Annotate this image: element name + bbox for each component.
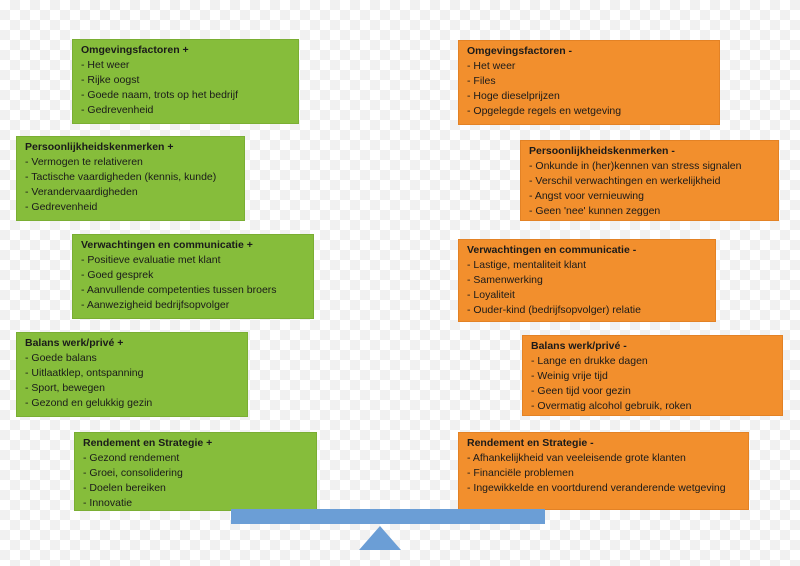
factor-box-positive: Rendement en Strategie + - Gezond rendem… bbox=[74, 432, 317, 511]
list-item: - Afhankelijkheid van veeleisende grote … bbox=[467, 452, 686, 464]
list-item: - Gezond en gelukkig gezin bbox=[25, 397, 153, 409]
list-item: - Verandervaardigheden bbox=[25, 186, 138, 198]
list-item: - Angst voor vernieuwing bbox=[529, 190, 644, 202]
list-item: - Sport, bewegen bbox=[25, 382, 105, 394]
list-item: - Het weer bbox=[467, 60, 516, 72]
list-item: - Positieve evaluatie met klant bbox=[81, 254, 221, 266]
list-item: - Verschil verwachtingen en werkelijkhei… bbox=[529, 175, 721, 187]
box-title: Balans werk/privé + bbox=[25, 337, 124, 349]
list-item: - Onkunde in (her)kennen van stress sign… bbox=[529, 160, 742, 172]
list-item: - Aanvullende competenties tussen broers bbox=[81, 284, 277, 296]
list-item: - Doelen bereiken bbox=[83, 482, 166, 494]
list-item: - Goede naam, trots op het bedrijf bbox=[81, 89, 239, 101]
box-title: Persoonlijkheidskenmerken + bbox=[25, 141, 174, 153]
list-item: - Tactische vaardigheden (kennis, kunde) bbox=[25, 171, 217, 183]
list-item: - Lange en drukke dagen bbox=[531, 355, 648, 367]
factor-box-positive: Omgevingsfactoren + - Het weer - Rijke o… bbox=[72, 39, 299, 124]
list-item: - Opgelegde regels en wetgeving bbox=[467, 105, 622, 117]
factor-box-negative: Rendement en Strategie - - Afhankelijkhe… bbox=[458, 432, 749, 510]
factor-box-positive: Balans werk/privé + - Goede balans - Uit… bbox=[16, 332, 248, 417]
list-item: - Het weer bbox=[81, 59, 130, 71]
list-item: - Gedrevenheid bbox=[81, 104, 154, 116]
list-item: - Goed gesprek bbox=[81, 269, 154, 281]
list-item: - Loyaliteit bbox=[467, 289, 515, 301]
list-item: - Lastige, mentaliteit klant bbox=[467, 259, 587, 271]
box-title: Persoonlijkheidskenmerken - bbox=[529, 145, 675, 157]
factor-box-negative: Balans werk/privé - - Lange en drukke da… bbox=[522, 335, 783, 416]
list-item: - Samenwerking bbox=[467, 274, 543, 286]
list-item: - Overmatig alcohol gebruik, roken bbox=[531, 400, 692, 412]
list-item: - Financiële problemen bbox=[467, 467, 574, 479]
list-item: - Gedrevenheid bbox=[25, 201, 98, 213]
list-item: - Ingewikkelde en voortdurend veranderen… bbox=[467, 482, 726, 494]
factor-box-positive: Persoonlijkheidskenmerken + - Vermogen t… bbox=[16, 136, 245, 221]
box-title: Verwachtingen en communicatie - bbox=[467, 244, 637, 256]
list-item: - Goede balans bbox=[25, 352, 97, 364]
box-title: Verwachtingen en communicatie + bbox=[81, 239, 253, 251]
list-item: - Geen tijd voor gezin bbox=[531, 385, 631, 397]
balance-beam bbox=[231, 509, 545, 524]
list-item: - Rijke oogst bbox=[81, 74, 140, 86]
box-title: Omgevingsfactoren + bbox=[81, 44, 189, 56]
list-item: - Vermogen te relativeren bbox=[25, 156, 143, 168]
list-item: - Groei, consolidering bbox=[83, 467, 183, 479]
factor-box-negative: Omgevingsfactoren - - Het weer - Files -… bbox=[458, 40, 720, 125]
fulcrum-triangle-icon bbox=[359, 526, 401, 550]
list-item: - Aanwezigheid bedrijfsopvolger bbox=[81, 299, 230, 311]
box-title: Omgevingsfactoren - bbox=[467, 45, 573, 57]
box-title: Rendement en Strategie - bbox=[467, 437, 594, 449]
list-item: - Hoge dieselprijzen bbox=[467, 90, 560, 102]
box-title: Rendement en Strategie + bbox=[83, 437, 213, 449]
factor-box-positive: Verwachtingen en communicatie + - Positi… bbox=[72, 234, 314, 319]
factor-box-negative: Persoonlijkheidskenmerken - - Onkunde in… bbox=[520, 140, 779, 221]
list-item: - Weinig vrije tijd bbox=[531, 370, 608, 382]
list-item: - Ouder-kind (bedrijfsopvolger) relatie bbox=[467, 304, 641, 316]
list-item: - Gezond rendement bbox=[83, 452, 180, 464]
box-title: Balans werk/privé - bbox=[531, 340, 627, 352]
list-item: - Files bbox=[467, 75, 496, 87]
list-item: - Uitlaatklep, ontspanning bbox=[25, 367, 144, 379]
list-item: - Geen 'nee' kunnen zeggen bbox=[529, 205, 661, 217]
factor-box-negative: Verwachtingen en communicatie - - Lastig… bbox=[458, 239, 716, 322]
list-item: - Innovatie bbox=[83, 497, 133, 509]
